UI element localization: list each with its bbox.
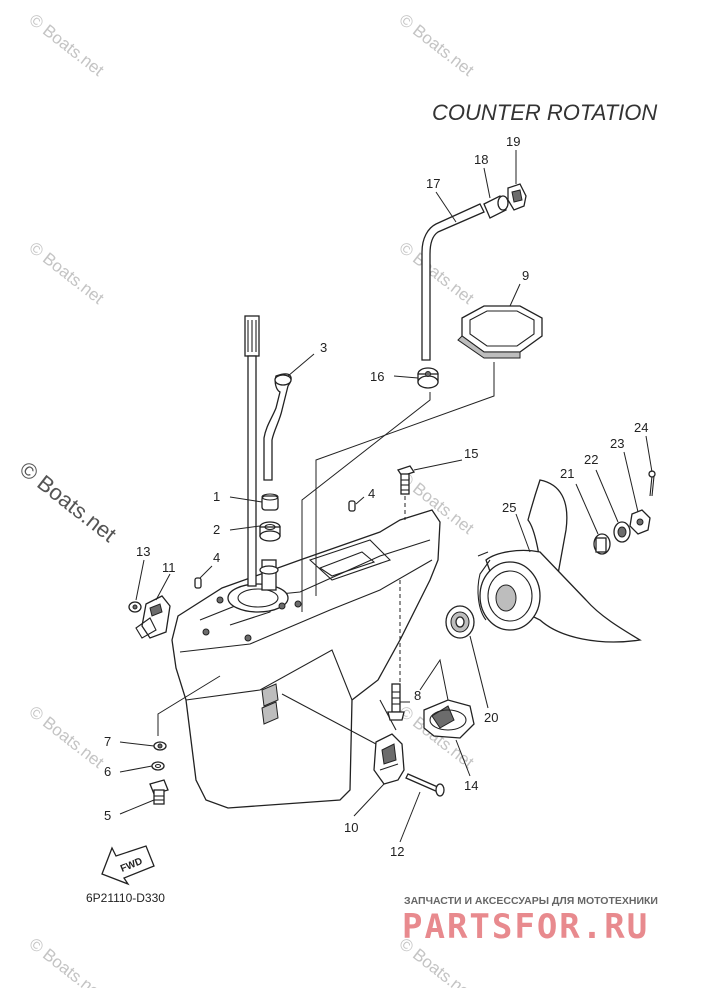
leader-lines	[119, 150, 653, 843]
callout-7: 7	[104, 734, 111, 749]
cotter-pin-part-24	[648, 470, 656, 497]
watermark-large: © Boats.net	[15, 456, 121, 547]
thrust-washer-part-20	[445, 605, 475, 639]
seal-part-2	[259, 521, 281, 542]
diagram-code: 6P21110-D330	[86, 891, 165, 905]
watermark: © Boats.net	[26, 238, 108, 308]
callout-12: 12	[390, 844, 404, 859]
callout-11: 11	[162, 560, 176, 575]
callout-22: 22	[584, 452, 598, 467]
shift-rod	[244, 315, 260, 587]
dowel-pin-part-4	[348, 500, 356, 512]
watermark: © Boats.net	[26, 702, 108, 772]
callout-10: 10	[344, 820, 358, 835]
lower-casing	[171, 509, 441, 809]
nut-part-23	[629, 509, 651, 535]
watermark: © Boats.net	[26, 934, 108, 988]
callout-8: 8	[414, 688, 421, 703]
grommet-part-18	[483, 195, 509, 219]
holder-part-19	[507, 183, 527, 211]
anode-part-14	[423, 699, 475, 739]
water-tube-part-17	[421, 203, 485, 361]
water-tube-part-3	[263, 373, 292, 481]
bolt-part-15	[396, 465, 416, 495]
washer-part-6	[151, 761, 165, 771]
shift-rod-boot	[259, 559, 279, 591]
callout-2: 2	[213, 522, 220, 537]
footer-tagline: ЗАПЧАСТИ И АКСЕССУАРЫ ДЛЯ МОТОТЕХНИКИ	[404, 895, 658, 907]
anode-part-10	[373, 733, 405, 785]
callout-6: 6	[104, 764, 111, 779]
callout-4: 4	[368, 486, 375, 501]
callout-4: 4	[213, 550, 220, 565]
callout-15: 15	[464, 446, 478, 461]
callout-3: 3	[320, 340, 327, 355]
callout-24: 24	[634, 420, 648, 435]
propeller-part-25	[477, 479, 642, 643]
callout-18: 18	[474, 152, 488, 167]
gasket-part-9	[457, 305, 543, 359]
callout-19: 19	[506, 134, 520, 149]
callout-14: 14	[464, 778, 478, 793]
nut-part-13	[128, 601, 142, 613]
callout-9: 9	[522, 268, 529, 283]
callout-17: 17	[426, 176, 440, 191]
callouts: 1 2 3 4 4 5 6 7 8 9 10 11 12 13 14 15 16…	[104, 134, 648, 859]
diagram-title: COUNTER ROTATION	[432, 100, 657, 125]
fwd-arrow: FWD	[101, 845, 155, 886]
bolt-part-12	[405, 773, 445, 797]
callout-5: 5	[104, 808, 111, 823]
anode-part-11	[135, 595, 171, 639]
callout-25: 25	[502, 500, 516, 515]
callout-20: 20	[484, 710, 498, 725]
dowel-pin-part-4	[194, 577, 202, 589]
callout-13: 13	[136, 544, 150, 559]
bolt-part-8	[387, 683, 405, 721]
callout-1: 1	[213, 489, 220, 504]
grommet-part-16	[417, 367, 439, 389]
spacer-part-21	[593, 533, 611, 555]
watermark: © Boats.net	[396, 238, 478, 308]
callout-16: 16	[370, 369, 384, 384]
callout-21: 21	[560, 466, 574, 481]
watermark: © Boats.net	[26, 10, 108, 80]
grommet-part-1	[261, 493, 279, 511]
bolt-part-5	[149, 779, 169, 805]
washer-part-7	[153, 741, 167, 751]
footer-logo: PARTSFOR.RU	[402, 907, 649, 947]
watermark: © Boats.net	[396, 10, 478, 80]
callout-23: 23	[610, 436, 624, 451]
washer-part-22	[613, 521, 631, 543]
